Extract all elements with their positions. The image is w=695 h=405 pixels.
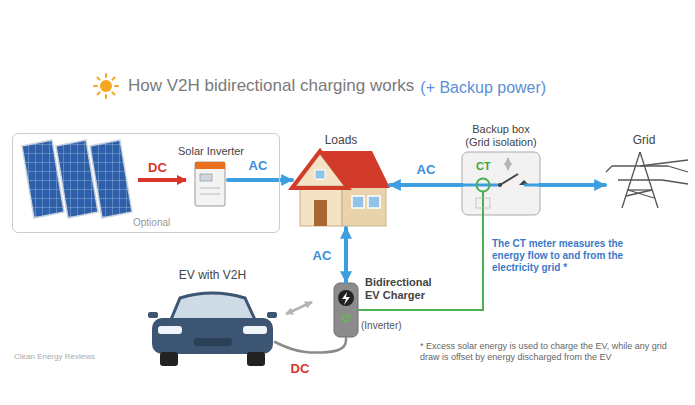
solar-inverter: Solar Inverter <box>194 161 228 209</box>
edge-label: AC <box>415 162 438 178</box>
connector <box>359 215 483 310</box>
ev-car-part <box>152 318 273 354</box>
backup-box-housing-part <box>462 152 540 215</box>
house-loads: Loads <box>292 150 390 228</box>
charger-device-part <box>338 290 354 306</box>
sun-icon-part-part <box>105 74 107 77</box>
house-illustration-part <box>368 196 380 208</box>
pylon <box>606 152 688 208</box>
sun-icon-part-part <box>98 92 100 94</box>
grid-heading: Grid <box>633 133 656 147</box>
ev-car-part <box>160 352 178 366</box>
backup-heading: Backup box (Grid isolation) <box>459 123 543 149</box>
backup-box-housing-part <box>482 192 484 215</box>
edge-label: AC <box>247 158 270 174</box>
charger-subtitle: (Inverter) <box>361 320 402 332</box>
house-illustration <box>292 151 390 226</box>
ev-car-part <box>247 352 265 366</box>
sun-icon-part-part <box>112 78 114 80</box>
ev-node: EV with V2H <box>150 285 275 367</box>
sun-icon <box>94 74 118 98</box>
house-illustration-part <box>314 200 327 226</box>
ev-car-part <box>158 326 182 334</box>
sun-icon-part-part <box>115 85 118 87</box>
backup-box-housing-part <box>507 158 508 170</box>
sun-icon-part-part <box>94 85 97 87</box>
pylon-part <box>668 166 688 172</box>
solar-panels <box>22 140 132 218</box>
connector <box>390 183 462 187</box>
diagram-title: How V2H bidirectional charging works <box>128 76 414 96</box>
pylon-part <box>628 190 654 198</box>
ev-car-part <box>194 338 232 346</box>
pylon-part <box>640 160 688 166</box>
connector <box>344 228 348 282</box>
optional-note: Optional <box>133 217 170 229</box>
ev-car-part <box>267 312 277 318</box>
edge-label: DC <box>289 361 312 377</box>
sun-icon-part-part <box>112 92 114 94</box>
charger-heading: Bidirectional EV Charger <box>365 276 447 302</box>
sun-icon-part-part <box>105 95 107 98</box>
inverter-device <box>195 162 225 206</box>
pylon-part <box>618 179 662 180</box>
connector <box>275 338 346 353</box>
flow-double-arrow-part <box>286 302 312 314</box>
loads-heading: Loads <box>325 133 358 147</box>
pylon-part <box>606 166 612 172</box>
ev-car-part <box>243 326 267 334</box>
inverter-heading: Solar Inverter <box>178 145 244 158</box>
backup-box-housing-part <box>500 174 518 185</box>
ct-annotation: The CT meter measures the energy flow to… <box>492 238 632 274</box>
charger-node: Bidirectional EV Charger(Inverter) <box>333 282 359 338</box>
backup-box-housing-part <box>462 184 500 187</box>
ev-car-part <box>148 312 158 318</box>
watermark: Clean Energy Reviews <box>14 352 95 362</box>
ev-car <box>148 293 277 366</box>
optional-panel: Optional Solar Inverter <box>12 133 280 233</box>
sun-icon-part <box>100 80 112 92</box>
solar-panels-part <box>90 140 132 218</box>
inverter-device-part <box>200 194 220 195</box>
dc-arrow-part <box>138 178 186 182</box>
house-illustration-part <box>322 151 390 188</box>
house-illustration-part <box>342 184 386 226</box>
edge-label: AC <box>311 248 334 264</box>
ev-heading: EV with V2H <box>179 268 246 282</box>
title-suffix: (+ Backup power) <box>420 78 546 97</box>
charger-device-part <box>343 315 349 321</box>
flow-double-arrow <box>286 302 312 314</box>
backup-box-housing-part <box>498 183 502 187</box>
connector <box>228 178 292 182</box>
house-illustration-part <box>300 184 342 226</box>
charger-device <box>334 283 358 337</box>
backup-box-housing-part <box>524 184 540 187</box>
sun-icon-part <box>94 74 118 98</box>
backup-box-housing-part <box>477 179 490 192</box>
inverter-device-part <box>200 188 220 189</box>
ct-label: CT <box>476 160 491 173</box>
backup-box-housing <box>462 152 540 215</box>
inverter-device-part <box>195 162 225 169</box>
backup-box-housing-part <box>476 198 490 208</box>
connector <box>540 183 605 187</box>
grid-node: Grid <box>605 150 683 208</box>
charger-device-part <box>334 283 358 337</box>
sun-icon-part-part <box>98 78 100 80</box>
inverter-device-part <box>200 174 212 181</box>
charger-device-part <box>342 292 350 305</box>
house-illustration-part <box>315 170 325 179</box>
pylon-part <box>662 180 688 184</box>
dc-label: DC <box>148 160 167 176</box>
dc-arrow <box>138 180 186 181</box>
backup-box: Backup box (Grid isolation)CT <box>462 152 540 215</box>
ev-car-part <box>170 293 256 322</box>
inverter-device-part <box>195 162 225 206</box>
house-illustration-part <box>352 196 364 208</box>
footnote: * Excess solar energy is used to charge … <box>420 341 688 363</box>
